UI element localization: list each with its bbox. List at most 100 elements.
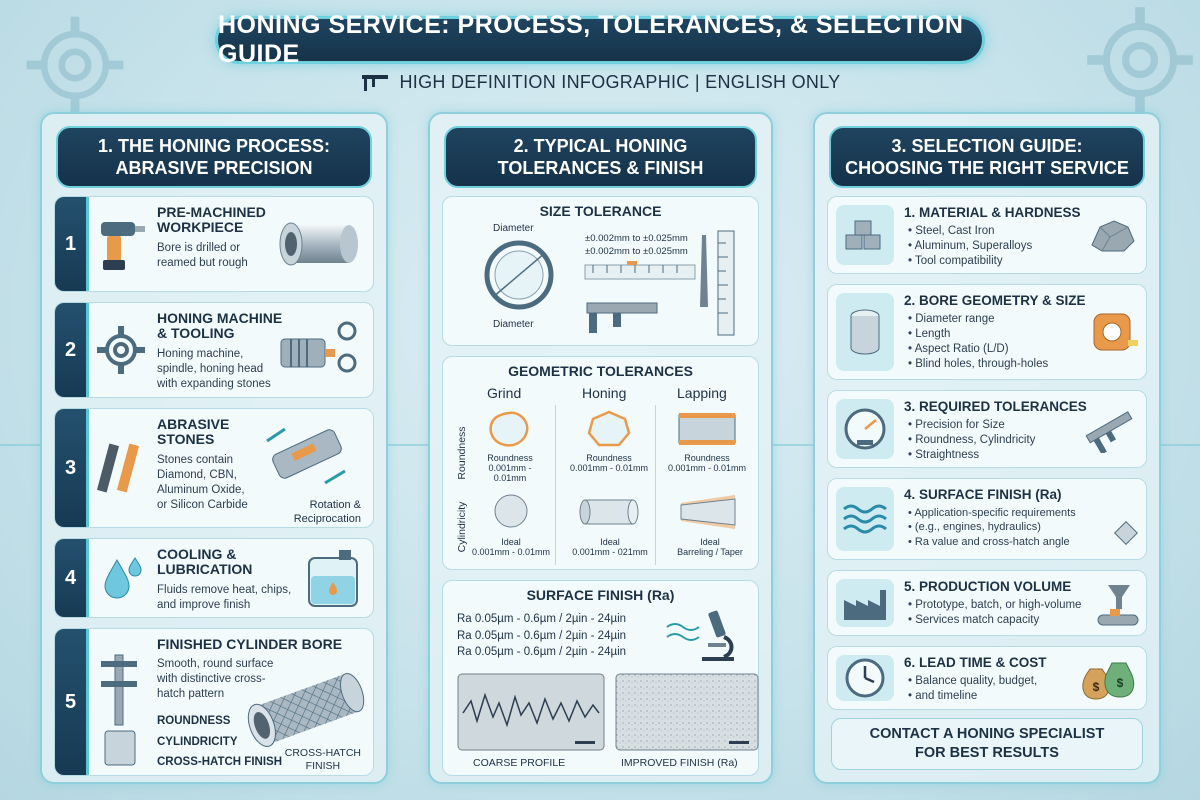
step-description: Fluids remove heat, chips,and improve fi… [157, 584, 292, 611]
circuit-line [388, 444, 428, 446]
subtitle-text: HIGH DEFINITION INFOGRAPHIC | ENGLISH ON… [399, 71, 841, 92]
texture-swatch-icon [1114, 521, 1138, 545]
step-number: 4 [55, 539, 89, 617]
circuit-line [1161, 444, 1200, 446]
size-range-1: ±0.002mm to ±0.025mm [585, 233, 688, 244]
coolant-container-icon [308, 550, 358, 607]
guide-bullets: Prototype, batch, or high-volumeServices… [908, 598, 1081, 628]
honing-cylindricity-icon [579, 499, 639, 525]
caliper-icon [361, 75, 388, 91]
size-range-2: ±0.002mm to ±0.025mm [585, 246, 688, 257]
lapping-cylindricity-icon [680, 495, 736, 529]
row-label-cylindricity: Cylindricity [456, 501, 468, 553]
surface-finish-section: SURFACE FINISH (Ra) Ra 0.05µm - 0.6µm / … [442, 580, 759, 776]
abrasive-stone-icon [96, 443, 140, 493]
lapping-roundness-icon [678, 413, 736, 445]
geometric-tolerances-section: GEOMETRIC TOLERANCES Grind Honing Lappin… [442, 356, 759, 570]
honing-roundness-icon [587, 410, 631, 447]
caliper-icon [101, 654, 137, 766]
wave-icon [666, 623, 700, 641]
rotation-label: Rotation &Reciprocation [293, 499, 361, 525]
finished-bore-icon [247, 672, 365, 747]
gear-icon [97, 326, 145, 374]
guide-tile [836, 579, 894, 627]
row-label-roundness: Roundness [456, 426, 468, 480]
guide-title: 3. REQUIRED TOLERANCES [904, 399, 1087, 414]
section-title: GEOMETRIC TOLERANCES [508, 363, 693, 379]
step-title: FINISHED CYLINDER BORE [157, 636, 343, 652]
guide-tile [836, 487, 894, 551]
step-number: 1 [55, 197, 89, 291]
circuit-line [773, 444, 813, 446]
diameter-ring-icon [484, 240, 554, 310]
coarse-profile-image [457, 673, 605, 751]
process-step-5: 5 FINISHED CYLINDER BORE Smooth, round s… [54, 628, 374, 776]
section-title: SIZE TOLERANCE [539, 203, 662, 219]
rock-icon [1091, 220, 1135, 252]
guide-bullets: Steel, Cast IronAluminum, SuperalloysToo… [908, 224, 1033, 269]
svg-text:$: $ [1093, 680, 1100, 694]
guide-item-surface: 4. SURFACE FINISH (Ra) Application-speci… [827, 478, 1147, 560]
page-subtitle: HIGH DEFINITION INFOGRAPHIC | ENGLISH ON… [330, 68, 870, 96]
guide-item-material: 1. MATERIAL & HARDNESS Steel, Cast IronA… [827, 196, 1147, 274]
guide-tile [836, 293, 894, 371]
process-heading-line1: 1. THE HONING PROCESS: [97, 135, 331, 156]
process-step-2: 2 HONING MACHINE& TOOLING Honing machine… [54, 302, 374, 398]
selection-guide-column: 3. SELECTION GUIDE:CHOOSING THE RIGHT SE… [813, 112, 1161, 784]
microscope-icon [702, 610, 734, 661]
geo-column-honing: Honing [582, 385, 627, 401]
guide-tile [836, 205, 894, 265]
guide-bullets: Precision for SizeRoundness, Cylindricit… [908, 418, 1035, 463]
svg-text:$: $ [1117, 676, 1124, 690]
size-tolerance-section: SIZE TOLERANCE Diameter Diameter ±0.002m… [442, 196, 759, 346]
guide-heading-line2: CHOOSING THE RIGHT SERVICE [845, 158, 1129, 178]
process-heading-line2: ABRASIVE PRECISION [115, 158, 313, 178]
geo-column-lapping: Lapping [677, 385, 727, 401]
factory-icon [844, 590, 886, 620]
step-title: HONING MACHINE& TOOLING [157, 310, 283, 342]
guide-title: 5. PRODUCTION VOLUME [904, 579, 1072, 594]
clock-icon [845, 658, 885, 698]
section-title: SURFACE FINISH (Ra) [526, 587, 675, 603]
step-title: COOLING &LUBRICATION [157, 546, 253, 578]
diameter-label-top: Diameter [493, 223, 534, 234]
improved-finish-label: IMPROVED FINISH (Ra) [621, 757, 738, 769]
page-title: HONING SERVICE: PROCESS, TOLERANCES, & S… [215, 11, 985, 68]
tolerances-heading-line2: TOLERANCES & FINISH [497, 158, 704, 178]
grind-cylindricity-icon [494, 494, 528, 528]
guide-item-lead-time: 6. LEAD TIME & COST Balance quality, bud… [827, 646, 1147, 710]
honing-head-icon [266, 427, 346, 485]
coarse-profile-label: COARSE PROFILE [473, 757, 566, 769]
guide-tile [836, 399, 894, 459]
tape-measure-icon [1093, 313, 1138, 351]
background-gear-icon [26, 16, 124, 114]
step-number: 3 [55, 409, 89, 527]
guide-title: 1. MATERIAL & HARDNESS [904, 205, 1081, 220]
guide-tile [836, 655, 894, 701]
measuring-scale-icon [584, 261, 696, 333]
background-gear-icon [1087, 7, 1193, 113]
ruler-icon [700, 230, 735, 336]
money-bags-icon: $ $ [1082, 662, 1135, 700]
conveyor-icon [1097, 585, 1139, 626]
guide-item-volume: 5. PRODUCTION VOLUME Prototype, batch, o… [827, 570, 1147, 636]
process-heading: 1. THE HONING PROCESS:ABRASIVE PRECISION [56, 126, 372, 188]
step-number: 5 [55, 629, 89, 775]
process-step-4: 4 COOLING &LUBRICATION Fluids remove hea… [54, 538, 374, 618]
tolerances-heading-line1: 2. TYPICAL HONING [513, 135, 688, 156]
